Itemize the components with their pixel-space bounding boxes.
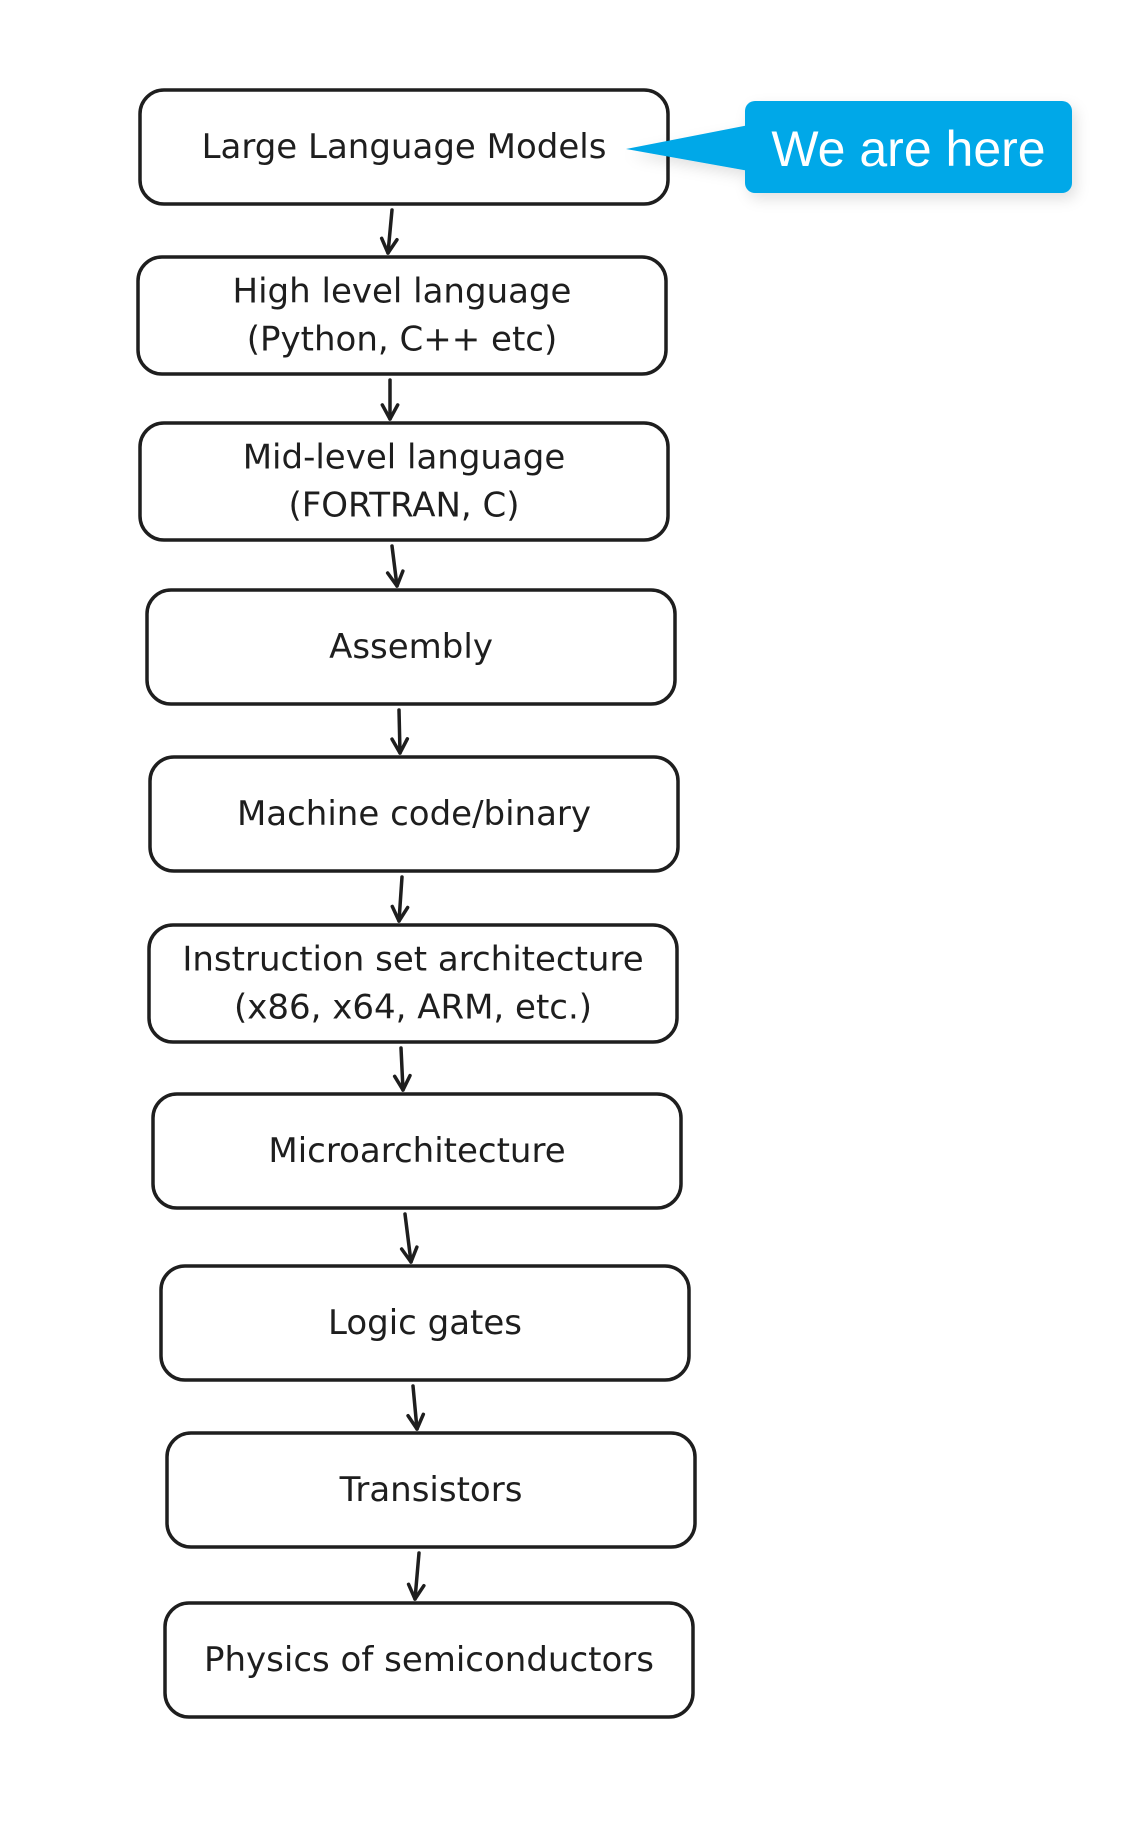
node-box (147, 923, 679, 1044)
node-logic-gates: Logic gates (159, 1264, 691, 1382)
arrowhead (390, 904, 410, 923)
node-machine-code: Machine code/binary (148, 755, 680, 873)
arrow-shaft (390, 544, 399, 588)
node-microarchitecture: Microarchitecture (151, 1092, 683, 1210)
node-box (151, 1092, 683, 1210)
node-label: Large Language Models (202, 127, 607, 167)
arrowhead (380, 403, 400, 421)
node-isa: Instruction set architecture (x86, x64, A… (147, 923, 679, 1044)
node-llm: Large Language Models (138, 88, 670, 206)
arrowhead (385, 569, 405, 588)
arrow-shaft (397, 875, 404, 923)
node-label: Mid-level language (243, 438, 566, 478)
arrow-shaft (413, 1551, 421, 1601)
callout-pointer (626, 125, 749, 171)
callout-bubble (745, 101, 1072, 193)
node-label: Transistors (339, 1470, 523, 1510)
edge-arrow (406, 1384, 426, 1431)
node-label: Microarchitecture (268, 1131, 565, 1171)
arrow-shaft (397, 708, 402, 755)
node-label: Physics of semiconductors (204, 1640, 654, 1680)
edge-arrow (380, 378, 400, 421)
node-box (165, 1431, 697, 1549)
node-label: Logic gates (328, 1303, 522, 1343)
node-box (163, 1601, 695, 1719)
arrow-shaft (411, 1384, 419, 1431)
node-high-level: High level language (Python, C++ etc) (136, 255, 668, 376)
edge-arrow (392, 1046, 412, 1092)
node-physics: Physics of semiconductors (163, 1601, 695, 1719)
arrow-shaft (386, 208, 394, 255)
node-box (145, 588, 677, 706)
arrowhead (399, 1245, 419, 1264)
edge-arrow (399, 1212, 419, 1264)
callout-text: We are here (771, 121, 1045, 177)
node-box (138, 421, 670, 542)
node-assembly: Assembly (145, 588, 677, 706)
node-box (148, 755, 680, 873)
we-are-here-callout: We are here (626, 101, 1072, 193)
node-label: Machine code/binary (237, 794, 591, 834)
callout: We are here (626, 101, 1072, 193)
edge-arrow (390, 875, 410, 923)
edge-arrow (379, 208, 399, 255)
edges (379, 208, 426, 1601)
node-label: Instruction set architecture (182, 940, 643, 980)
node-label: High level language (233, 272, 572, 312)
arrowhead (406, 1412, 426, 1431)
node-box (159, 1264, 691, 1382)
arrow-shaft (403, 1212, 413, 1264)
node-label: Assembly (329, 627, 493, 667)
edge-arrow (385, 544, 405, 588)
arrowhead (392, 1073, 412, 1092)
arrowhead (379, 236, 399, 255)
node-label: (x86, x64, ARM, etc.) (234, 988, 592, 1028)
arrowhead (406, 1582, 426, 1601)
node-box (136, 255, 668, 376)
arrow-shaft (399, 1046, 405, 1092)
edge-arrow (390, 708, 410, 755)
arrowhead (390, 737, 410, 755)
node-transistors: Transistors (165, 1431, 697, 1549)
edge-arrow (406, 1551, 426, 1601)
node-mid-level: Mid-level language (FORTRAN, C) (138, 421, 670, 542)
node-label: (Python, C++ etc) (247, 320, 557, 360)
node-label: (FORTRAN, C) (288, 486, 519, 526)
